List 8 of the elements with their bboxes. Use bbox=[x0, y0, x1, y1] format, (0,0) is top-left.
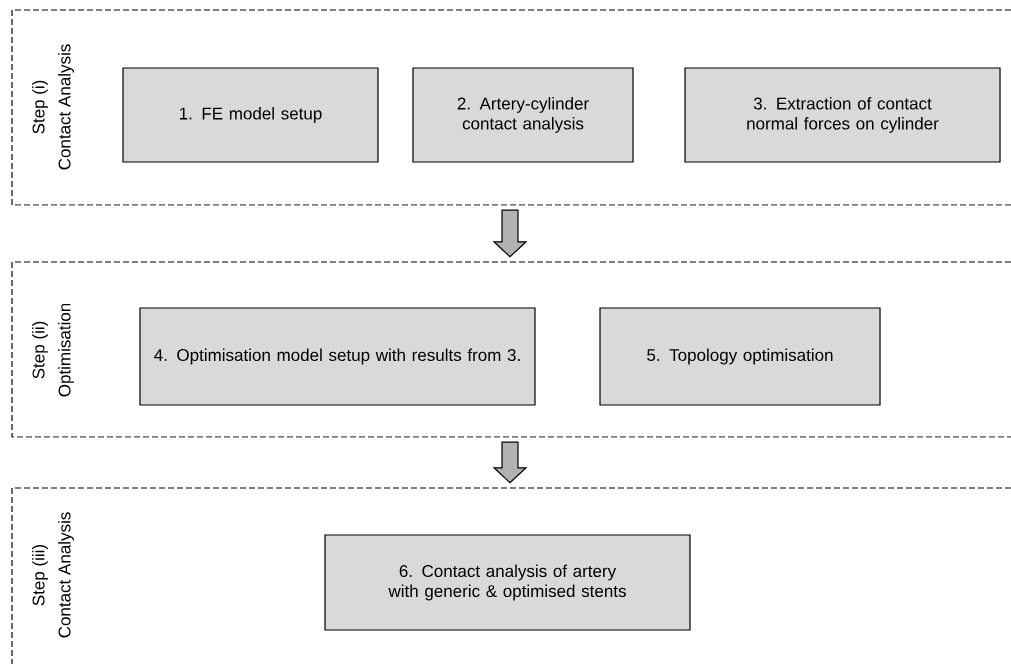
process-box: 5. Topology optimisation bbox=[599, 307, 881, 406]
process-box: 3. Extraction of contact normal forces on cylinder bbox=[684, 67, 1001, 163]
block-arrow bbox=[492, 209, 528, 258]
process-box: 6. Contact analysis of artery with generic & optimised stents bbox=[324, 534, 691, 631]
block-arrow bbox=[492, 441, 528, 484]
process-box: 4. Optimisation model setup with results from 3. bbox=[139, 307, 536, 406]
process-box: 1. FE model setup bbox=[122, 67, 379, 163]
process-box: 2. Artery-cylinder contact analysis bbox=[412, 67, 634, 163]
